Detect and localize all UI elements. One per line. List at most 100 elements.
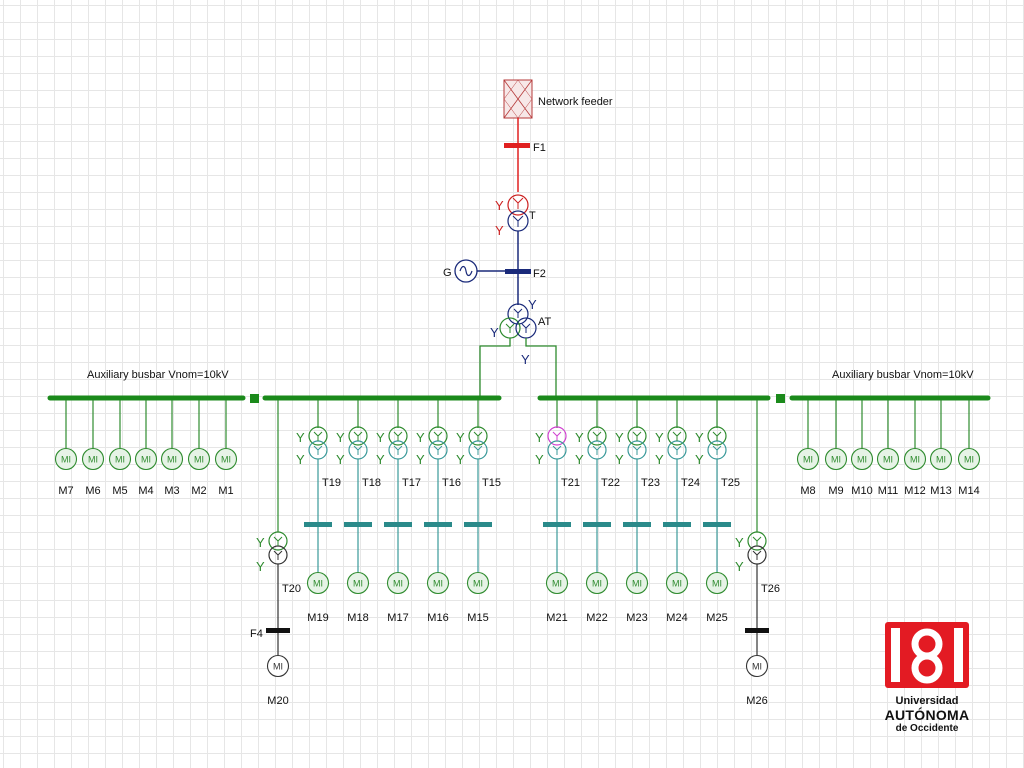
- motor-m5[interactable]: MI: [108, 447, 132, 471]
- winding-y-label: Y: [456, 430, 465, 445]
- transformer-t26[interactable]: [747, 531, 767, 565]
- motor-label: M23: [626, 612, 647, 624]
- university-logo-mark: [885, 622, 969, 688]
- lv-busbar[interactable]: [424, 522, 452, 527]
- lv-busbar[interactable]: [384, 522, 412, 527]
- lv-busbar[interactable]: [543, 522, 571, 527]
- motor-m7[interactable]: MI: [54, 447, 78, 471]
- motor-m24[interactable]: MI: [665, 571, 689, 595]
- motor-m22[interactable]: MI: [585, 571, 609, 595]
- motor-symbol-text: MI: [221, 455, 231, 465]
- motor-m10[interactable]: MI: [850, 447, 874, 471]
- lv-busbar[interactable]: [745, 628, 769, 633]
- transformer-t16[interactable]: [428, 426, 448, 460]
- winding-y-label: Y: [416, 430, 425, 445]
- motor-m21[interactable]: MI: [545, 571, 569, 595]
- motor-m17[interactable]: MI: [386, 571, 410, 595]
- motor-m13[interactable]: MI: [929, 447, 953, 471]
- motor-m11[interactable]: MI: [876, 447, 900, 471]
- lv-busbar[interactable]: [663, 522, 691, 527]
- motor-m12[interactable]: MI: [903, 447, 927, 471]
- motor-m2[interactable]: MI: [187, 447, 211, 471]
- transformer-t24[interactable]: [667, 426, 687, 460]
- motor-m14[interactable]: MI: [957, 447, 981, 471]
- transformer-t22[interactable]: [587, 426, 607, 460]
- transformer-label: T22: [601, 477, 620, 489]
- motor-symbol-text: MI: [936, 455, 946, 465]
- motor-label: M17: [387, 612, 408, 624]
- transformer-label: T16: [442, 477, 461, 489]
- motor-m15[interactable]: MI: [466, 571, 490, 595]
- lv-busbar[interactable]: [464, 522, 492, 527]
- winding-y-label: Y: [735, 535, 744, 550]
- transformer-t[interactable]: [507, 194, 529, 232]
- fuse-f1-label: F1: [533, 142, 546, 154]
- bus-coupler-right[interactable]: [776, 394, 785, 403]
- motor-symbol-text: MI: [964, 455, 974, 465]
- logo-line-autonoma: AUTÓNOMA: [884, 707, 970, 723]
- motor-symbol-text: MI: [433, 579, 443, 589]
- motor-symbol-text: MI: [712, 579, 722, 589]
- motor-m1[interactable]: MI: [214, 447, 238, 471]
- motor-m18[interactable]: MI: [346, 571, 370, 595]
- fuse-f1[interactable]: [504, 143, 530, 148]
- motor-m16[interactable]: MI: [426, 571, 450, 595]
- lv-busbar[interactable]: [703, 522, 731, 527]
- generator-g[interactable]: [454, 259, 478, 283]
- generator-label: G: [443, 267, 452, 279]
- bus-coupler-left[interactable]: [250, 394, 259, 403]
- motor-m23[interactable]: MI: [625, 571, 649, 595]
- winding-y-label: Y: [535, 430, 544, 445]
- motor-m8[interactable]: MI: [796, 447, 820, 471]
- motor-symbol-text: MI: [857, 455, 867, 465]
- winding-y-label: Y: [456, 452, 465, 467]
- motor-label: M15: [467, 612, 488, 624]
- winding-y-label: Y: [296, 430, 305, 445]
- motor-label: M19: [307, 612, 328, 624]
- motor-m6[interactable]: MI: [81, 447, 105, 471]
- transformer-t15[interactable]: [468, 426, 488, 460]
- motor-m9[interactable]: MI: [824, 447, 848, 471]
- motor-label: M6: [85, 485, 100, 497]
- winding-y-label: Y: [296, 452, 305, 467]
- lv-busbar[interactable]: [583, 522, 611, 527]
- motor-m26[interactable]: MI: [745, 654, 769, 678]
- motor-label: M18: [347, 612, 368, 624]
- motor-symbol-text: MI: [353, 579, 363, 589]
- lv-busbar[interactable]: [623, 522, 651, 527]
- transformer-t25[interactable]: [707, 426, 727, 460]
- winding-y-label: Y: [695, 452, 704, 467]
- motor-label: M13: [930, 485, 951, 497]
- lv-busbar[interactable]: [344, 522, 372, 527]
- university-logo: Universidad AUTÓNOMA de Occidente: [872, 622, 982, 734]
- motor-symbol-text: MI: [61, 455, 71, 465]
- transformer-t20[interactable]: [268, 531, 288, 565]
- motor-label: M11: [878, 485, 899, 497]
- transformer-t23[interactable]: [627, 426, 647, 460]
- transformer-t19[interactable]: [308, 426, 328, 460]
- aux-busbar-left-label: Auxiliary busbar Vnom=10kV: [87, 369, 229, 381]
- motor-m20[interactable]: MI: [266, 654, 290, 678]
- motor-m4[interactable]: MI: [134, 447, 158, 471]
- transformer-label: T18: [362, 477, 381, 489]
- motor-symbol-text: MI: [910, 455, 920, 465]
- motor-m3[interactable]: MI: [160, 447, 184, 471]
- motor-label: M24: [666, 612, 687, 624]
- lv-busbar[interactable]: [304, 522, 332, 527]
- network-feeder[interactable]: [503, 79, 533, 119]
- lv-busbar[interactable]: [266, 628, 290, 633]
- fuse-f2[interactable]: [505, 269, 531, 274]
- transformer-t17[interactable]: [388, 426, 408, 460]
- transformer-label: T17: [402, 477, 421, 489]
- motor-m25[interactable]: MI: [705, 571, 729, 595]
- winding-y-label: Y: [336, 452, 345, 467]
- motor-symbol-text: MI: [883, 455, 893, 465]
- winding-y-label: Y: [655, 452, 664, 467]
- transformer-t18[interactable]: [348, 426, 368, 460]
- motor-m19[interactable]: MI: [306, 571, 330, 595]
- aux-busbar-right-label: Auxiliary busbar Vnom=10kV: [832, 369, 974, 381]
- transformer-t21[interactable]: [547, 426, 567, 460]
